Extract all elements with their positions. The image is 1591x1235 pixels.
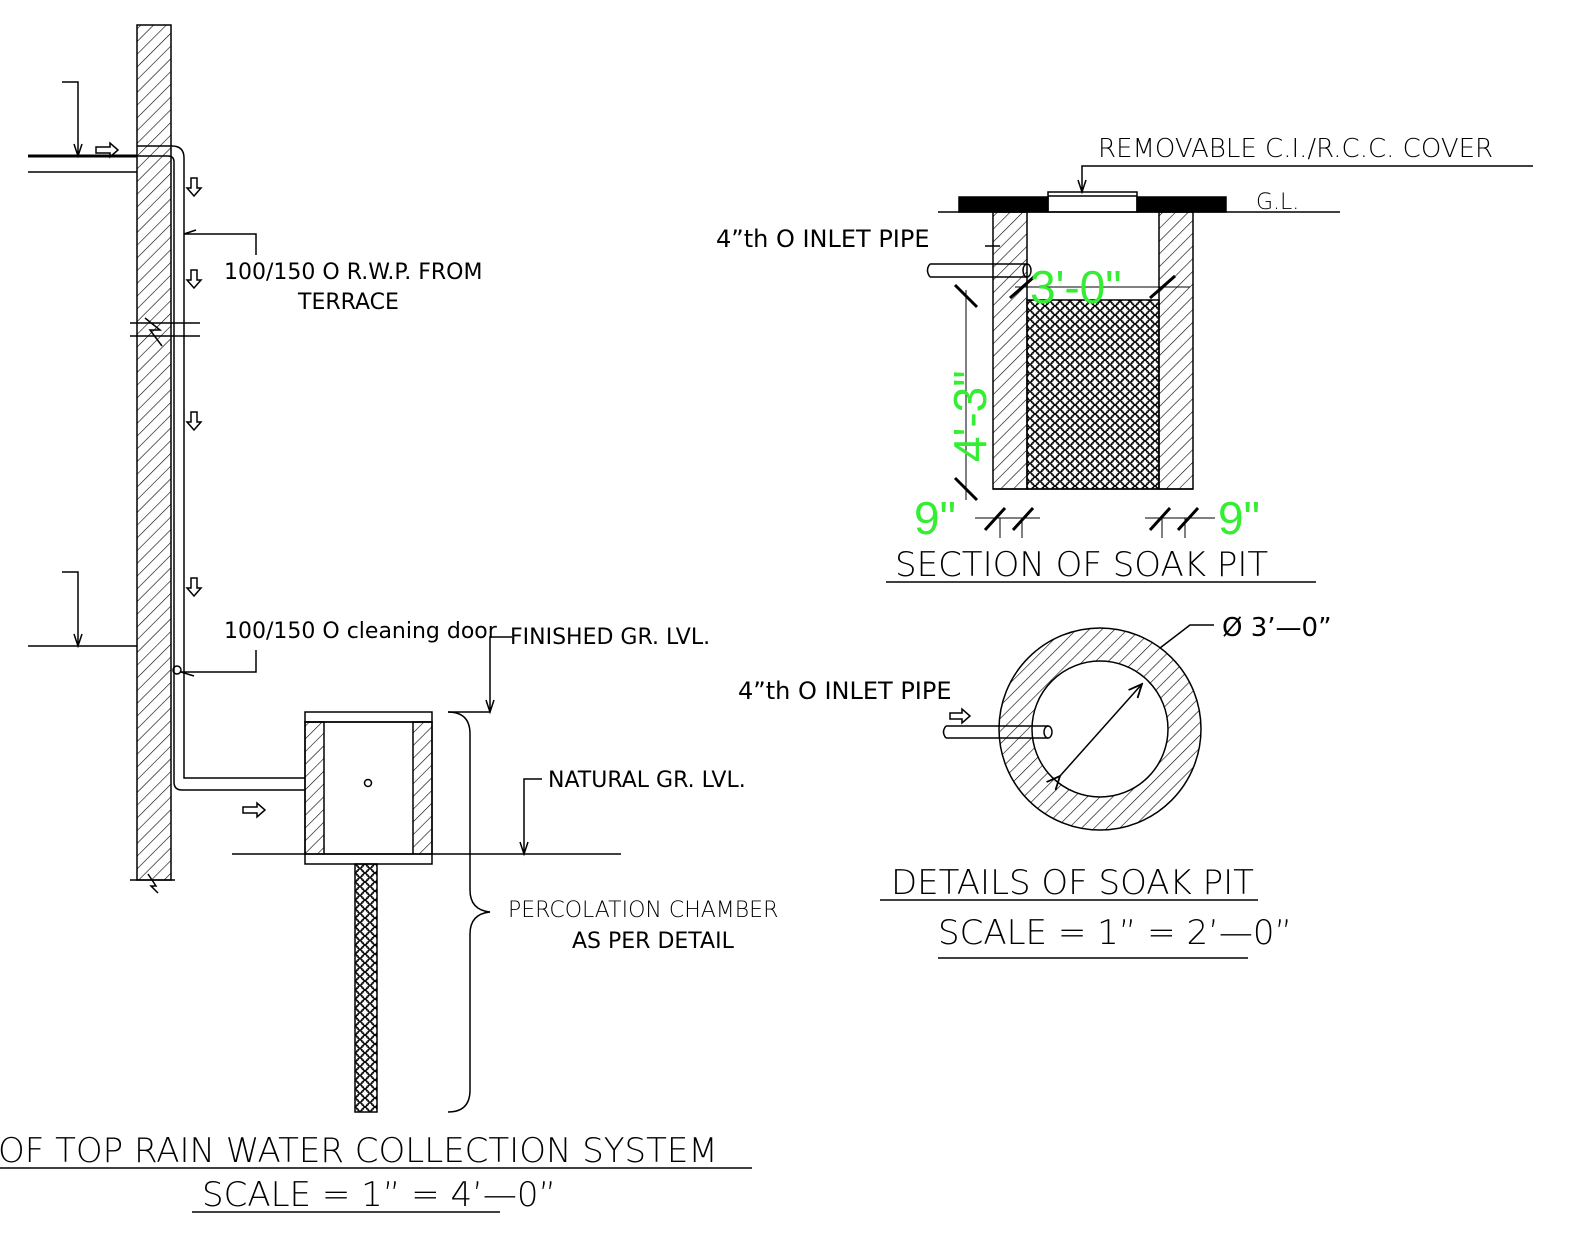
removable-cover xyxy=(1047,191,1138,213)
section-labels: REMOVABLE C.I./R.C.C. COVER G.L. 4”th O … xyxy=(716,134,1493,585)
cover-slab-left xyxy=(958,196,1049,213)
chamber-inlet-hole xyxy=(363,778,373,788)
chamber-cap xyxy=(304,711,433,723)
cover-label: REMOVABLE C.I./R.C.C. COVER xyxy=(1098,134,1493,164)
wall-right-dimension: 9" xyxy=(1218,492,1260,544)
percolation-label-line1: PERCOLATION CHAMBER xyxy=(508,898,778,923)
chamber-wall-right xyxy=(412,721,433,855)
flow-arrow-down-3 xyxy=(185,411,203,432)
rwp-label-line1: 100/150 O R.W.P. FROM xyxy=(224,260,482,285)
elevation-scale: SCALE = 1” = 4’—0” xyxy=(202,1175,556,1215)
plan-scale: SCALE = 1” = 2’—0” xyxy=(938,913,1292,953)
pit-depth-dimension: 4'-3" xyxy=(944,370,996,462)
rwp-leader xyxy=(183,229,257,255)
plan-inlet-label: 4”th O INLET PIPE xyxy=(738,677,952,705)
flow-arrow-right-top xyxy=(95,141,120,159)
section-title: SECTION OF SOAK PIT xyxy=(895,545,1268,585)
percolation-brace xyxy=(447,711,491,1113)
pit-ring-inner xyxy=(1031,660,1169,798)
rwp-label-line2: TERRACE xyxy=(297,290,399,315)
wall-break-mid xyxy=(130,317,200,347)
flow-arrow-down-1 xyxy=(185,177,203,198)
gl-label: G.L. xyxy=(1256,190,1299,215)
percolation-label-line2: AS PER DETAIL xyxy=(572,929,735,954)
section-inlet-label: 4”th O INLET PIPE xyxy=(716,225,930,253)
plan-title: DETAILS OF SOAK PIT xyxy=(891,863,1254,903)
cleaning-door-label: 100/150 O cleaning door xyxy=(224,619,498,644)
cleaning-door-symbol xyxy=(172,665,182,675)
wall-break-bottom xyxy=(130,873,175,894)
pit-filter-media xyxy=(1026,299,1160,490)
cleaning-door-leader xyxy=(180,650,257,677)
diameter-dimension-line xyxy=(1060,684,1142,776)
building-wall xyxy=(136,24,172,881)
plan-inlet-pipe xyxy=(942,725,1048,739)
elevation-labels: 100/150 O R.W.P. FROM TERRACE 100/150 O … xyxy=(0,260,778,1215)
diameter-label: Ø 3’—0” xyxy=(1222,613,1332,643)
plan-flow-arrow xyxy=(949,707,972,725)
pit-width-dimension: 3'-0" xyxy=(1030,261,1122,313)
terrace-level-marker xyxy=(62,81,83,159)
plan-labels: Ø 3’—0” 4”th O INLET PIPE DETAILS OF SOA… xyxy=(738,613,1332,953)
cover-leader xyxy=(1077,165,1533,195)
section-view xyxy=(926,165,1533,490)
flow-arrow-down-4 xyxy=(185,577,203,598)
natural-gr-lvl-label: NATURAL GR. LVL. xyxy=(548,768,746,793)
flow-arrow-down-2 xyxy=(185,269,203,290)
natural-gr-lvl-marker xyxy=(519,778,542,857)
section-dimensions xyxy=(953,274,1215,538)
rain-water-pipe xyxy=(137,145,305,791)
chamber-wall-left xyxy=(304,721,325,855)
filter-column xyxy=(354,863,378,1113)
flow-arrow-right-bottom xyxy=(242,801,267,819)
wall-left-dimension: 9" xyxy=(914,492,956,544)
pit-wall-right xyxy=(1158,211,1194,490)
diameter-leader xyxy=(1159,624,1214,649)
floor-level-marker xyxy=(62,571,83,649)
plan-view xyxy=(942,624,1214,831)
elevation-view xyxy=(0,24,752,1213)
elevation-title: OF TOP RAIN WATER COLLECTION SYSTEM xyxy=(0,1131,718,1171)
pit-wall-left xyxy=(992,211,1028,490)
finished-gr-lvl-marker xyxy=(448,636,512,715)
section-inlet-pipe xyxy=(926,263,1027,278)
cover-slab-right xyxy=(1136,196,1227,213)
finished-gr-lvl-label: FINISHED GR. LVL. xyxy=(510,625,710,650)
